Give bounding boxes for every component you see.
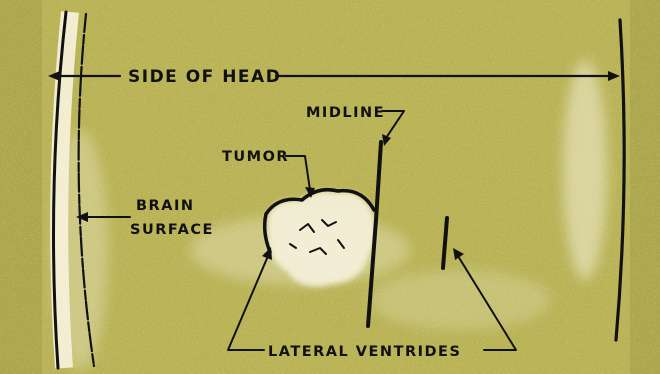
- midline-label: MIDLINE: [306, 105, 385, 121]
- surface-label: SURFACE: [130, 222, 214, 238]
- side-of-head-label: SIDE OF HEAD: [128, 67, 281, 87]
- lateral-ventricles-label: LATERAL VENTRIDES: [268, 344, 461, 360]
- tumor-label: TUMOR: [222, 149, 289, 165]
- brain-label: BRAIN: [136, 198, 194, 214]
